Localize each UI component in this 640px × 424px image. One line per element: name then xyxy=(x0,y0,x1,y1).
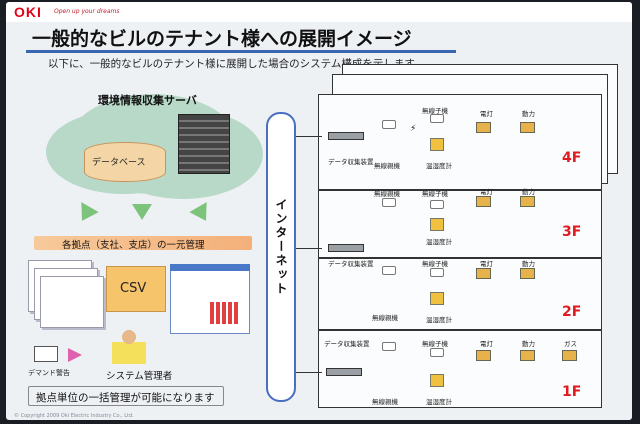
floor-label: 1F xyxy=(562,384,582,400)
power-label: 動力 xyxy=(522,188,535,196)
arrow-down-left-icon xyxy=(73,202,99,226)
light-meter-icon xyxy=(476,196,491,207)
thermo-label: 温湿度計 xyxy=(426,398,452,406)
report-document xyxy=(40,276,104,328)
power-meter-icon xyxy=(520,122,535,133)
gas-label: ガス xyxy=(564,340,577,348)
database-icon xyxy=(84,142,166,182)
wireless-slave-label: 無線子機 xyxy=(422,107,448,115)
network-line xyxy=(296,372,322,373)
admin-person-icon xyxy=(112,328,146,364)
wireless-slave-label: 無線子機 xyxy=(422,340,448,348)
wireless-master-icon xyxy=(382,266,396,275)
power-label: 動力 xyxy=(522,260,535,268)
database-label: データベース xyxy=(92,158,146,168)
bottom-callout-text: 拠点単位の一括管理が可能になります xyxy=(36,392,215,404)
demand-alarm-label: デマンド警告 xyxy=(28,369,70,377)
arrow-down-icon xyxy=(132,204,152,220)
thermo-label: 温湿度計 xyxy=(426,238,452,246)
wireless-slave-label: 無線子機 xyxy=(422,190,448,198)
floor-label: 3F xyxy=(562,224,582,240)
power-meter-icon xyxy=(520,196,535,207)
wireless-slave-label: 無線子機 xyxy=(422,260,448,268)
title-underline xyxy=(26,50,456,53)
thermo-label: 温湿度計 xyxy=(426,162,452,170)
tagline: Open up your dreams xyxy=(54,8,120,15)
power-meter-icon xyxy=(520,350,535,361)
admin-label: システム管理者 xyxy=(106,371,173,382)
light-label: 電灯 xyxy=(480,110,493,118)
floor-3f xyxy=(318,190,602,258)
network-line xyxy=(296,248,322,249)
data-collector-label: データ収集装置 xyxy=(328,158,374,166)
wireless-master-icon xyxy=(382,120,396,129)
power-label: 動力 xyxy=(522,110,535,118)
copyright: © Copyright 2009 Oki Electric Industry C… xyxy=(14,413,134,419)
power-meter-icon xyxy=(520,268,535,279)
wireless-master-label: 無線親機 xyxy=(372,314,398,322)
slide-title: 一般的なビルのテナント様への展開イメージ xyxy=(32,28,412,50)
floor-2f xyxy=(318,258,602,330)
light-meter-icon xyxy=(476,268,491,279)
light-meter-icon xyxy=(476,350,491,361)
mail-icon xyxy=(34,346,58,362)
floor-4f xyxy=(318,94,602,190)
wireless-slave-icon xyxy=(430,200,444,209)
thermometer-icon xyxy=(430,138,444,151)
management-text: 各拠点（支社、支店）の一元管理 xyxy=(62,240,205,251)
wireless-master-label: 無線親機 xyxy=(374,190,400,198)
wireless-slave-icon xyxy=(430,268,444,277)
floor-1f xyxy=(318,330,602,408)
wireless-master-icon xyxy=(382,342,396,351)
gas-meter-icon xyxy=(562,350,577,361)
data-collector-icon xyxy=(328,244,364,252)
thermometer-icon xyxy=(430,218,444,231)
server-icon xyxy=(178,114,230,174)
light-label: 電灯 xyxy=(480,260,493,268)
thermo-label: 温湿度計 xyxy=(426,316,452,324)
wireless-slave-icon xyxy=(430,114,444,123)
light-label: 電灯 xyxy=(480,188,493,196)
internet-cloud xyxy=(266,112,296,402)
management-bar xyxy=(34,236,252,250)
floor-label: 4F xyxy=(562,150,582,166)
light-label: 電灯 xyxy=(480,340,493,348)
wireless-slave-icon xyxy=(430,348,444,357)
wireless-master-label: 無線親機 xyxy=(372,398,398,406)
data-collector-icon xyxy=(328,132,364,140)
light-meter-icon xyxy=(476,122,491,133)
server-label: 環境情報収集サーバ xyxy=(98,94,197,107)
chart-bars-icon xyxy=(210,302,240,324)
floor-label: 2F xyxy=(562,304,582,320)
slide: OKI Open up your dreams 一般的なビルのテナント様への展開… xyxy=(6,2,632,420)
power-label: 動力 xyxy=(522,340,535,348)
oki-logo: OKI xyxy=(14,4,42,20)
csv-label: CSV xyxy=(120,281,147,296)
wireless-master-label: 無線親機 xyxy=(374,162,400,170)
thermometer-icon xyxy=(430,292,444,305)
bottom-callout-box xyxy=(28,386,224,406)
data-collector-label: データ収集装置 xyxy=(328,260,374,268)
dashboard-titlebar xyxy=(170,264,250,271)
network-line xyxy=(296,136,322,137)
wireless-bolt-icon: ⚡ xyxy=(410,124,417,134)
csv-file-icon xyxy=(106,266,166,312)
internet-label: インターネット xyxy=(274,198,288,296)
thermometer-icon xyxy=(430,374,444,387)
wireless-master-icon xyxy=(382,198,396,207)
slide-subtitle: 以下に、一般的なビルのテナント様に展開した場合のシステム構成を示します。 xyxy=(48,58,425,70)
arrow-down-right-icon xyxy=(189,202,215,226)
data-collector-label: データ収集装置 xyxy=(324,340,370,348)
header-bar: OKI Open up your dreams xyxy=(6,2,632,22)
arrow-right-icon xyxy=(68,348,82,362)
data-collector-icon xyxy=(326,368,362,376)
